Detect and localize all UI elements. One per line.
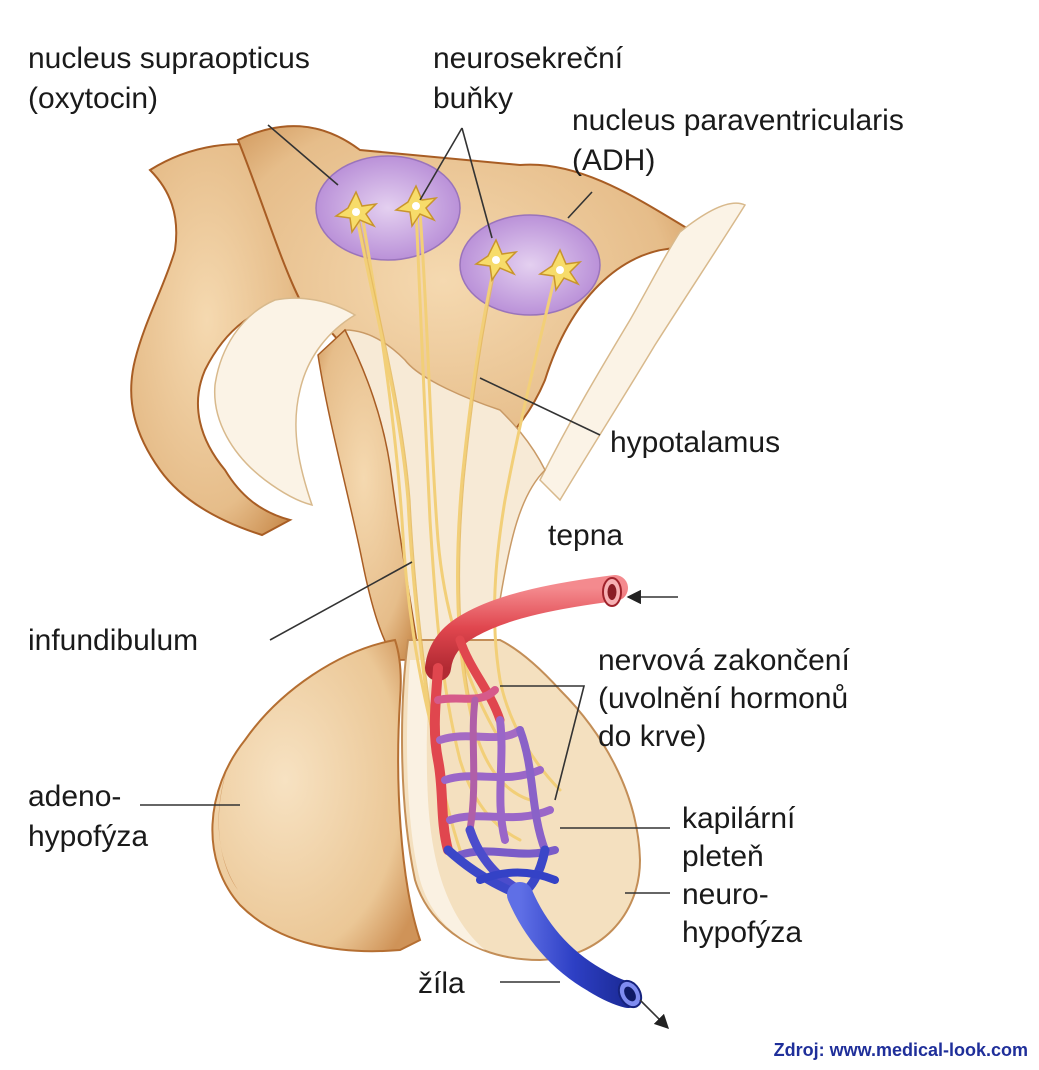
paraventricular-nucleus [459, 214, 601, 316]
label-nucleus-supraopticus: nucleus supraopticus [28, 42, 310, 75]
label-oxytocin: (oxytocin) [28, 82, 158, 115]
label-neurosekrecni: neurosekreční [433, 42, 624, 75]
adenohypophysis [211, 638, 422, 953]
label-nucleus-paraventricularis: nucleus paraventricularis [572, 104, 904, 137]
label-tepna: tepna [548, 519, 623, 552]
label-uvolneni-hormonu: (uvolnění hormonů [598, 682, 848, 715]
label-do-krve: do krve) [598, 720, 706, 753]
label-pleten: pleteň [682, 840, 764, 873]
artery [425, 575, 628, 681]
label-zila: žíla [418, 967, 465, 1000]
neurohypophysis [401, 639, 642, 962]
supraoptic-nucleus [315, 155, 461, 261]
source-credit: Zdroj: www.medical-look.com [774, 1040, 1028, 1060]
label-adeno-hypofyza: hypofýza [28, 820, 148, 853]
label-bunky: buňky [433, 82, 513, 115]
label-nervova-zakonceni: nervová zakončení [598, 644, 850, 677]
label-neuro-hypofyza: hypofýza [682, 916, 802, 949]
label-infundibulum: infundibulum [28, 624, 198, 657]
label-neuro: neuro- [682, 878, 769, 911]
label-hypotalamus: hypotalamus [610, 426, 780, 459]
label-adeno: adeno- [28, 780, 121, 813]
vein [507, 882, 643, 1009]
capillary-plexus [429, 635, 559, 900]
label-adh: (ADH) [572, 144, 655, 177]
leader-lines [140, 124, 678, 1030]
label-kapilarni: kapilární [682, 802, 796, 835]
